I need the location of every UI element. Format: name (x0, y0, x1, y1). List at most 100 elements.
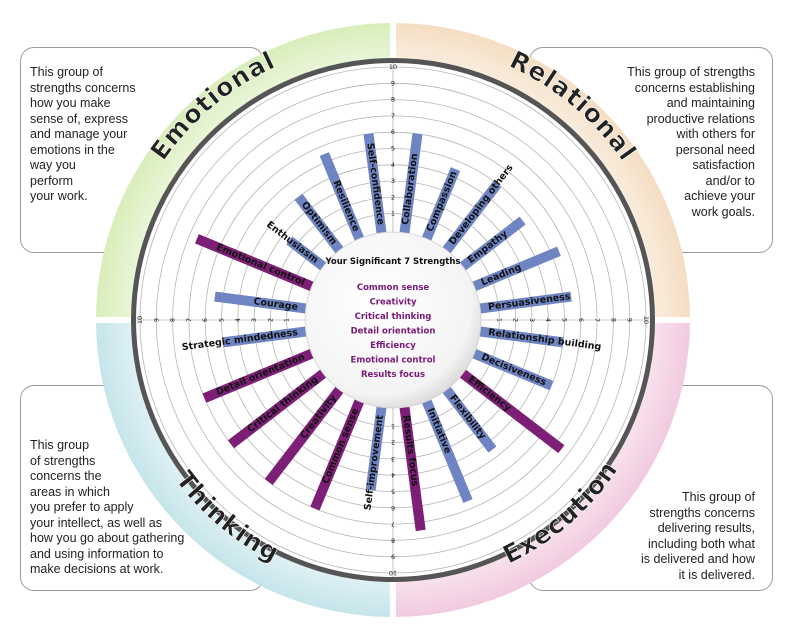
tick-label: 3 (528, 318, 536, 322)
bar-group (214, 291, 307, 314)
bar (294, 193, 344, 254)
tick-label: 4 (544, 318, 552, 322)
center-strength-item: Critical thinking (355, 312, 432, 322)
tick-label: 4 (391, 161, 395, 169)
description-line: This group (30, 438, 90, 452)
tick-label: 7 (593, 318, 601, 322)
tick-label: 3 (391, 455, 395, 463)
description-line: how you go about gathering (30, 531, 185, 545)
description-line: satisfaction (692, 158, 755, 172)
center-strength-item: Creativity (370, 298, 417, 308)
bar (264, 386, 344, 485)
bar (459, 369, 565, 454)
tick-label: 3 (391, 177, 395, 185)
tick-label: 5 (561, 318, 569, 322)
tick-label: 6 (577, 318, 585, 322)
bar (459, 216, 526, 271)
bar-group (399, 406, 426, 532)
bar (222, 326, 307, 348)
tick-label: 5 (391, 488, 395, 496)
description-line: you prefer to apply (30, 500, 134, 514)
tick-label: 8 (391, 96, 395, 104)
description-line: is delivered and how (641, 552, 755, 566)
bar (399, 133, 423, 234)
description-line: This group of (30, 65, 103, 79)
description-line: with others for (676, 127, 755, 141)
bar (479, 291, 572, 314)
center-strength-item: Efficiency (370, 341, 416, 351)
tick-label: 10 (389, 63, 397, 71)
bar (479, 326, 564, 348)
tick-label: 10 (136, 316, 144, 324)
bar-group (222, 326, 307, 348)
bar (472, 246, 561, 291)
bar-group (479, 326, 564, 348)
description-line: productive relations (646, 111, 755, 126)
description-line: your work. (30, 189, 88, 203)
bar-group (472, 349, 554, 391)
bar-group (264, 386, 344, 485)
tick-label: 9 (391, 79, 395, 87)
bar-group (194, 234, 314, 291)
tick-label: 9 (626, 318, 634, 322)
tick-label: 1 (283, 318, 291, 322)
bar-group (310, 399, 364, 511)
tick-label: 2 (391, 193, 395, 201)
tick-label: 6 (201, 318, 209, 322)
bar (363, 133, 387, 234)
tick-label: 9 (152, 318, 160, 322)
tick-label: 1 (391, 210, 395, 218)
tick-label: 1 (495, 318, 503, 322)
tick-label: 1 (391, 422, 395, 430)
tick-label: 5 (391, 145, 395, 153)
bar (194, 234, 314, 291)
description-line: make decisions at work. (30, 562, 164, 576)
tick-label: 2 (391, 439, 395, 447)
bar (365, 406, 387, 491)
description-line: how you make (30, 96, 111, 110)
tick-label: 6 (391, 504, 395, 512)
bar-group (442, 180, 502, 254)
description-line: work goals. (691, 204, 755, 219)
bar-group (422, 399, 473, 503)
bar-group (399, 133, 423, 234)
description-line: of strengths (30, 453, 96, 468)
bar (214, 291, 307, 314)
bar-group (479, 291, 572, 314)
description-line: concerns the (30, 469, 102, 483)
tick-label: 8 (391, 536, 395, 544)
description-line: and/or to (705, 173, 755, 188)
bar (310, 399, 364, 511)
tick-label: 9 (391, 553, 395, 561)
center-strength-item: Results focus (361, 370, 425, 380)
bar-group (459, 369, 565, 454)
description-line: way you (30, 158, 76, 172)
center-strength-item: Emotional control (351, 356, 436, 366)
description-line: areas in which (30, 484, 110, 499)
bar (399, 406, 426, 532)
description-line: perform (30, 173, 74, 188)
center-title: Your Significant 7 Strengths (325, 257, 461, 267)
center-strength-item: Detail orientation (351, 327, 436, 337)
bar-group (228, 369, 327, 449)
description-line: and maintaining (666, 96, 755, 110)
bar (422, 167, 461, 241)
description-line: This group of strengths (627, 65, 755, 79)
description-line: strengths concerns (30, 80, 136, 95)
bar (472, 349, 554, 391)
description-line: emotions in the (30, 142, 115, 157)
tick-label: 4 (234, 318, 242, 322)
bar-group (365, 406, 387, 491)
center-strength-item: Common sense (357, 283, 430, 293)
tick-label: 6 (391, 128, 395, 136)
tick-label: 10 (642, 316, 650, 324)
bar (319, 152, 364, 241)
tick-label: 8 (609, 318, 617, 322)
tick-label: 7 (391, 520, 395, 528)
description-line: your intellect, as well as (30, 515, 163, 530)
tick-label: 4 (391, 471, 395, 479)
description-line: This group of (682, 490, 755, 504)
